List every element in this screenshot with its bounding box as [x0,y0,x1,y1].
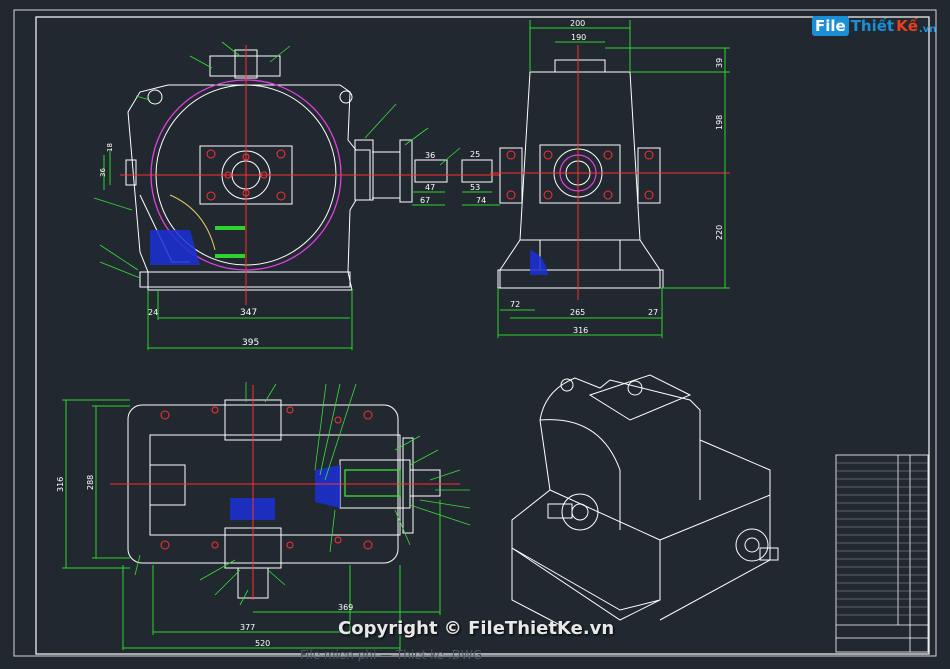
top-view [127,399,441,599]
dim-top-377: 377 [240,623,255,632]
dim-front-395: 395 [242,338,259,348]
dim-shaft-36: 36 [425,151,435,160]
side-hatch [530,250,548,275]
logo-vn-text: .vn [918,23,937,35]
logo-ke-text: Kế [896,17,918,35]
front-hatch-left [150,230,200,265]
dim-front-347: 347 [240,308,257,318]
isometric-view [511,374,779,626]
dim-shaft-74: 74 [476,196,486,205]
dim-side-198: 198 [715,115,724,130]
dim-top-369: 369 [338,603,353,612]
filethietke-logo: File Thiết Kế .vn [812,12,936,40]
copyright-notice: Copyright © FileThietKe.vn [338,618,615,639]
dim-shaft-53: 53 [470,183,480,192]
dim-side-190: 190 [571,33,586,42]
top-dimensions [62,399,441,650]
dim-shaft-67: 67 [420,196,430,205]
top-hatch-right [315,465,340,508]
title-block-rows [836,462,928,616]
front-oil-gauge-2 [215,254,245,258]
dim-side-72: 72 [510,300,520,309]
side-view [497,59,664,289]
dim-shaft-25: 25 [470,150,480,159]
watermark-text: File mien phi — Thiet ke .DWG [300,648,483,662]
drawing-outer-border [13,9,937,657]
dim-front-36: 36 [99,168,107,177]
dim-front-18: 18 [106,143,114,152]
drawing-inner-border [35,16,930,655]
title-block [835,454,929,653]
dim-side-220: 220 [715,225,724,240]
dim-front-24: 24 [148,308,158,317]
dim-side-265: 265 [570,308,585,317]
dim-side-316: 316 [573,326,588,335]
logo-thiet-text: Thiết [850,17,895,35]
dim-side-27: 27 [648,308,658,317]
logo-file-text: File [812,16,849,36]
top-green-gear [344,469,401,497]
front-oil-gauge-1 [215,226,245,230]
top-leaders [134,382,471,606]
dim-side-39: 39 [715,58,724,68]
dim-top-288: 288 [86,475,95,490]
front-yellow-arc [169,194,216,251]
side-dimensions [497,20,730,338]
dim-side-200: 200 [570,19,585,28]
front-dimensions [103,150,500,350]
top-bolts [160,406,373,550]
side-bolts [506,150,654,200]
dim-top-316: 316 [56,477,65,492]
front-bolts [206,149,286,201]
dim-top-520: 520 [255,639,270,648]
dim-shaft-47: 47 [425,183,435,192]
front-leaders [93,41,461,279]
